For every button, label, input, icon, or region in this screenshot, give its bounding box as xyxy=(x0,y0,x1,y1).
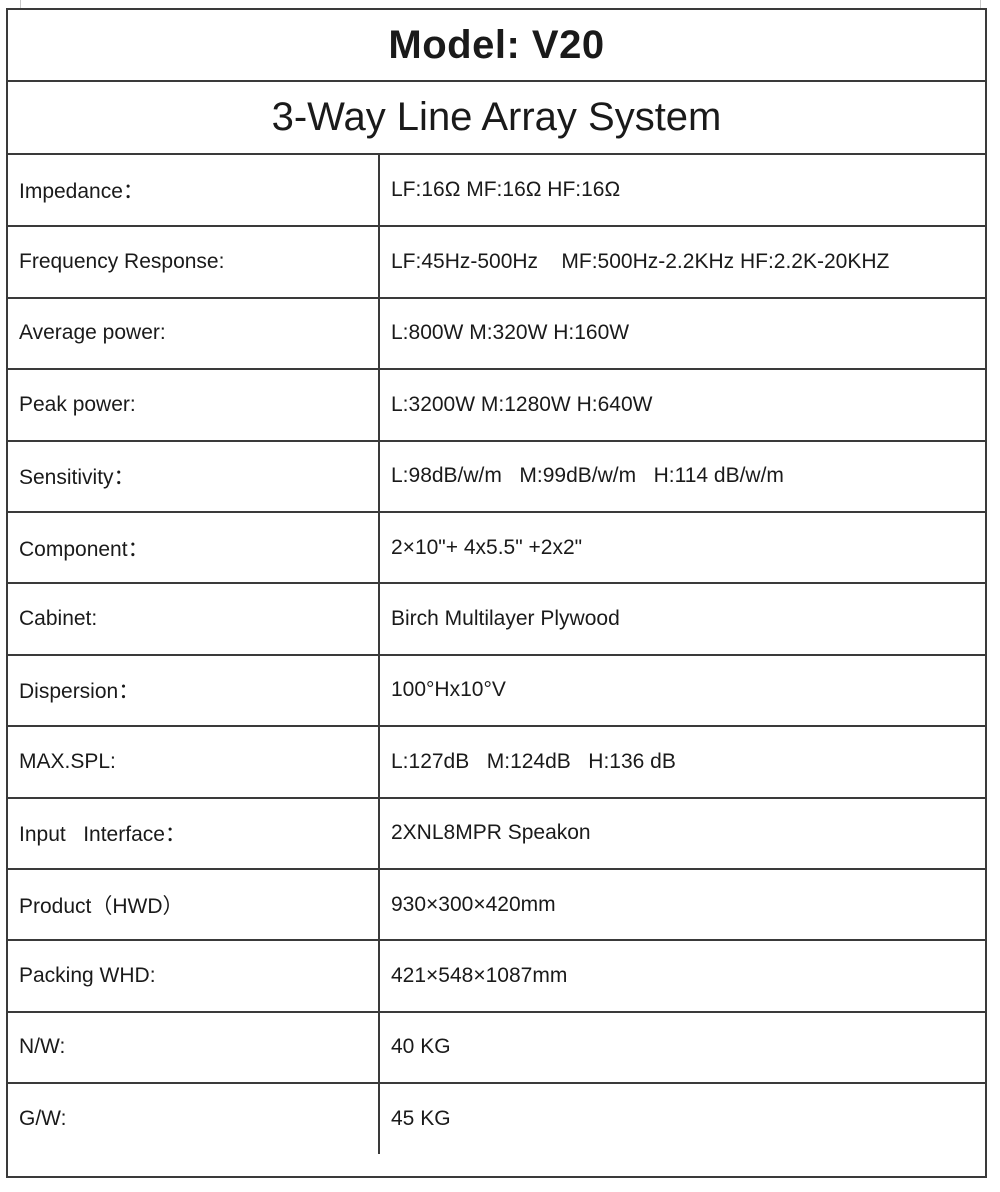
spec-label: Frequency Response: xyxy=(8,226,380,299)
spec-value: L:98dB/w/m M:99dB/w/m H:114 dB/w/m xyxy=(379,440,985,513)
spec-sheet: Model: V20 3-Way Line Array System Imped… xyxy=(6,8,987,1178)
spec-label: Cabinet: xyxy=(8,583,380,656)
spec-row-net-weight: N/W: 40 KG xyxy=(8,1011,985,1085)
spec-label: MAX.SPL: xyxy=(8,726,380,799)
spec-value: 930×300×420mm xyxy=(379,868,985,942)
spec-value: 100°Hx10°V xyxy=(379,654,985,728)
spec-value: 421×548×1087mm xyxy=(379,940,985,1013)
spec-value: L:800W M:320W H:160W xyxy=(379,297,985,371)
spec-row-cabinet: Cabinet: Birch Multilayer Plywood xyxy=(8,583,985,656)
spec-value: LF:16Ω MF:16Ω HF:16Ω xyxy=(379,155,985,228)
spec-row-dispersion: Dispersion： 100°Hx10°V xyxy=(8,654,985,728)
spec-row-peak-power: Peak power: L:3200W M:1280W H:640W xyxy=(8,369,985,442)
spec-value: L:127dB M:124dB H:136 dB xyxy=(379,726,985,799)
spec-row-max-spl: MAX.SPL: L:127dB M:124dB H:136 dB xyxy=(8,726,985,799)
spec-row-packing-dimensions: Packing WHD: 421×548×1087mm xyxy=(8,940,985,1013)
spec-label: G/W: xyxy=(8,1083,380,1155)
spec-value: 40 KG xyxy=(379,1011,985,1085)
page-top-margin xyxy=(0,0,1000,8)
spec-value: L:3200W M:1280W H:640W xyxy=(379,369,985,442)
spec-row-input-interface: Input Interface： 2XNL8MPR Speakon xyxy=(8,797,985,870)
spec-value: 2XNL8MPR Speakon xyxy=(379,797,985,870)
spec-label: Average power: xyxy=(8,297,380,371)
spec-table: Impedance： LF:16Ω MF:16Ω HF:16Ω Frequenc… xyxy=(8,155,985,1155)
spec-value: Birch Multilayer Plywood xyxy=(379,583,985,656)
spec-row-sensitivity: Sensitivity： L:98dB/w/m M:99dB/w/m H:114… xyxy=(8,440,985,513)
spec-label: Input Interface： xyxy=(8,797,380,870)
spec-row-impedance: Impedance： LF:16Ω MF:16Ω HF:16Ω xyxy=(8,155,985,228)
system-subtitle: 3-Way Line Array System xyxy=(271,95,722,139)
spec-label: N/W: xyxy=(8,1011,380,1085)
spec-row-product-dimensions: Product（HWD） 930×300×420mm xyxy=(8,868,985,942)
spec-label: Packing WHD: xyxy=(8,940,380,1013)
subtitle-row: 3-Way Line Array System xyxy=(8,82,985,155)
spec-label: Component： xyxy=(8,511,380,585)
crop-tick xyxy=(20,0,21,8)
title-row: Model: V20 xyxy=(8,10,985,82)
spec-row-component: Component： 2×10"+ 4x5.5" +2x2" xyxy=(8,511,985,585)
model-title: Model: V20 xyxy=(388,22,605,67)
spec-row-frequency-response: Frequency Response: LF:45Hz-500Hz MF:500… xyxy=(8,226,985,299)
spec-label: Impedance： xyxy=(8,155,380,228)
spec-label: Dispersion： xyxy=(8,654,380,728)
spec-row-gross-weight: G/W: 45 KG xyxy=(8,1083,985,1155)
spec-value: 2×10"+ 4x5.5" +2x2" xyxy=(379,511,985,585)
spec-row-average-power: Average power: L:800W M:320W H:160W xyxy=(8,297,985,371)
spec-label: Sensitivity： xyxy=(8,440,380,513)
spec-value: 45 KG xyxy=(391,1107,451,1131)
spec-label: Peak power: xyxy=(8,369,380,442)
crop-tick xyxy=(980,0,981,8)
spec-value: LF:45Hz-500Hz MF:500Hz-2.2KHz HF:2.2K-20… xyxy=(379,226,985,299)
spec-label: Product（HWD） xyxy=(8,868,380,942)
